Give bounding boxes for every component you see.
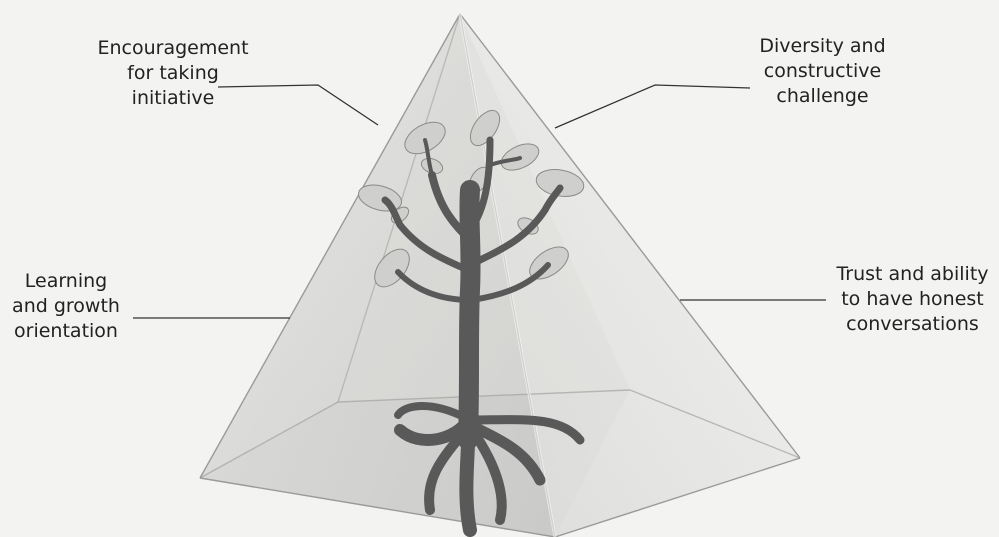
label-line: constructive (735, 59, 910, 84)
label-line: orientation (0, 319, 132, 344)
label-line: to have honest (826, 287, 999, 312)
label-line: Trust and ability (826, 262, 999, 287)
label-line: conversations (826, 312, 999, 337)
label-learning-growth: Learning and growth orientation (0, 269, 132, 344)
pyramid-icon (200, 14, 800, 537)
leader-diversity (555, 85, 750, 128)
label-line: Diversity and (735, 34, 910, 59)
label-trust-honesty: Trust and ability to have honest convers… (826, 262, 999, 337)
label-encouragement-initiative: Encouragement for taking initiative (78, 36, 268, 111)
label-line: challenge (735, 84, 910, 109)
label-line: Learning (0, 269, 132, 294)
label-line: initiative (78, 86, 268, 111)
label-diversity-challenge: Diversity and constructive challenge (735, 34, 910, 109)
label-line: for taking (78, 61, 268, 86)
label-line: Encouragement (78, 36, 268, 61)
label-line: and growth (0, 294, 132, 319)
